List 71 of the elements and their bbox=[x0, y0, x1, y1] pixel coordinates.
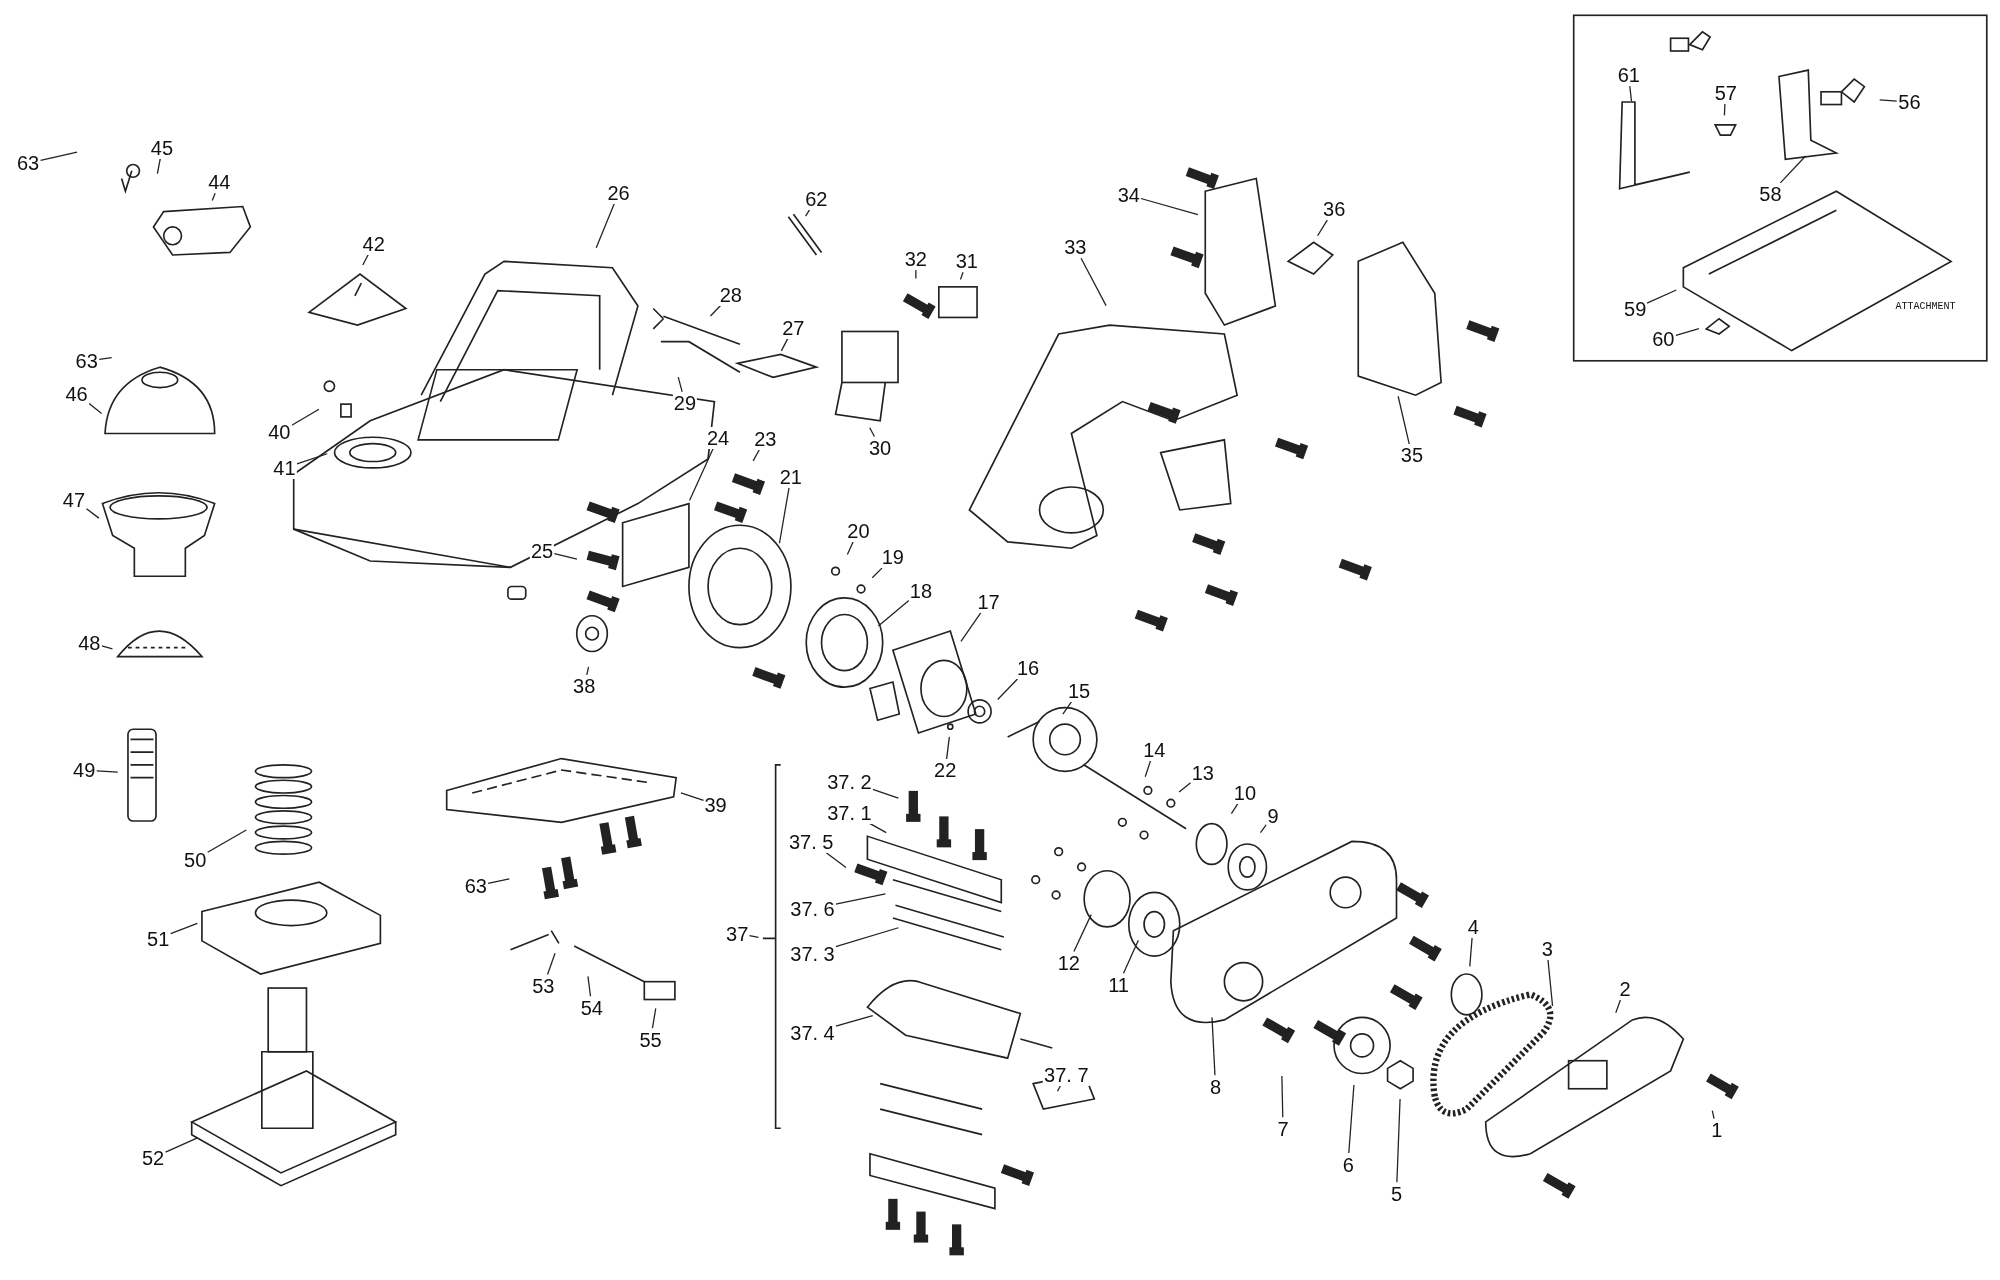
leader-line bbox=[487, 878, 510, 884]
leader-line bbox=[1281, 1075, 1284, 1118]
leader-line bbox=[688, 447, 714, 502]
leader-line bbox=[651, 1007, 657, 1029]
leader-line bbox=[88, 402, 103, 415]
leader-line bbox=[156, 158, 161, 175]
leader-line bbox=[1259, 824, 1267, 834]
leader-line bbox=[40, 151, 78, 161]
leader-line bbox=[778, 487, 790, 544]
leader-line bbox=[1547, 958, 1554, 1007]
leader-line bbox=[780, 337, 789, 352]
leader-line bbox=[1615, 998, 1622, 1014]
leader-line bbox=[1396, 1098, 1401, 1183]
leader-line bbox=[1144, 759, 1152, 778]
leader-line bbox=[869, 427, 876, 438]
leader-line bbox=[1629, 85, 1633, 102]
leader-line bbox=[1062, 701, 1073, 715]
leader-line bbox=[846, 540, 855, 556]
leader-line bbox=[1122, 939, 1139, 974]
leader-line bbox=[362, 253, 369, 266]
leader-line bbox=[553, 553, 578, 560]
leader-line bbox=[1646, 289, 1677, 304]
leader-line bbox=[945, 736, 951, 760]
leader-line bbox=[1674, 327, 1700, 337]
leader-line bbox=[96, 770, 119, 773]
leader-line bbox=[85, 508, 100, 519]
leader-line bbox=[1316, 219, 1328, 237]
leader-line bbox=[546, 952, 556, 976]
leader-line bbox=[835, 1014, 874, 1027]
leader-line bbox=[835, 893, 887, 905]
leader-line bbox=[1230, 803, 1239, 815]
leader-line bbox=[98, 357, 113, 360]
leader-line bbox=[748, 935, 760, 939]
leader-line bbox=[1056, 1085, 1062, 1092]
leader-line bbox=[164, 1137, 199, 1153]
leader-line bbox=[1080, 257, 1107, 307]
leader-line bbox=[825, 851, 847, 869]
leader-line bbox=[586, 666, 590, 676]
leader-line bbox=[207, 829, 247, 853]
leader-line bbox=[709, 304, 722, 317]
leader-line bbox=[1469, 937, 1473, 967]
callout-number: 24 bbox=[706, 426, 731, 449]
leader-line bbox=[677, 376, 683, 393]
leader-line bbox=[595, 202, 615, 249]
leader-line bbox=[1073, 913, 1092, 953]
leader-line bbox=[960, 612, 982, 643]
leader-line bbox=[211, 192, 216, 202]
leader-line bbox=[804, 209, 811, 217]
leader-line bbox=[170, 922, 198, 935]
leader-line bbox=[1879, 99, 1898, 102]
leader-line bbox=[587, 975, 592, 997]
leader-line bbox=[1211, 1016, 1216, 1076]
inset-label: ATTACHMENT bbox=[1895, 301, 1956, 312]
leader-line bbox=[959, 271, 964, 281]
leader-line bbox=[680, 792, 705, 801]
leader-line bbox=[915, 269, 917, 280]
leader-line bbox=[1711, 1109, 1715, 1120]
leader-line bbox=[1140, 197, 1199, 216]
leader-line bbox=[1779, 155, 1807, 184]
leader-line bbox=[1178, 782, 1192, 793]
leader-line bbox=[835, 927, 900, 948]
leader-line bbox=[868, 822, 887, 834]
leader-line bbox=[101, 645, 114, 650]
leader-line bbox=[752, 448, 761, 462]
leader-line bbox=[1397, 395, 1410, 445]
leader-line bbox=[296, 453, 328, 465]
leader-line bbox=[291, 408, 320, 426]
leader-line bbox=[997, 678, 1019, 701]
leader-line bbox=[872, 788, 900, 799]
leader-line bbox=[877, 599, 910, 627]
leader-line bbox=[1348, 1084, 1355, 1154]
